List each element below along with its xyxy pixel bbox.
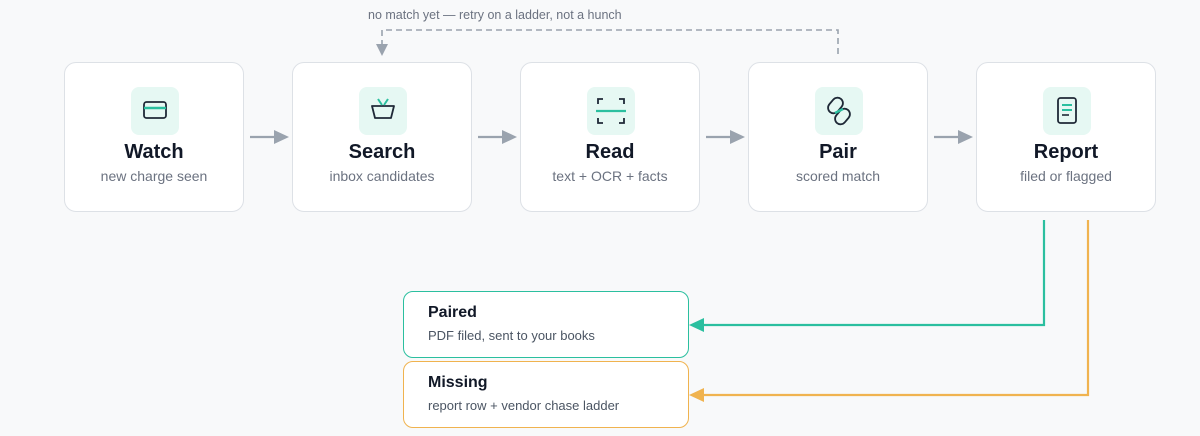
flow-arrow-search-read [478,130,517,144]
retry-loop-note: no match yet — retry on a ladder, not a … [368,8,622,22]
step-title: Read [585,141,635,163]
retry-loop-arrowhead [376,44,388,56]
scan-icon [587,87,635,135]
outcome-card-paired: Paired PDF filed, sent to your books [403,291,689,358]
basket-icon [359,87,407,135]
step-subtitle: new charge seen [100,168,208,184]
flow-arrow-read-pair [706,130,745,144]
card-icon [131,87,179,135]
step-card-search: Search inbox candidates [292,62,472,212]
step-subtitle: inbox candidates [329,168,435,184]
outcome-title: Missing [428,374,488,391]
outcome-subtitle: report row + vendor chase ladder [428,398,620,413]
link-icon [815,87,863,135]
paired-arrowhead [689,318,704,332]
step-title: Pair [819,141,857,163]
flow-arrow-watch-search [250,130,289,144]
step-subtitle: scored match [795,168,881,184]
step-title: Report [1033,141,1099,163]
missing-arrowhead [689,388,704,402]
outcome-title: Paired [428,304,477,321]
paired-connector [702,220,1046,327]
step-card-watch: Watch new charge seen [64,62,244,212]
document-icon [1043,87,1091,135]
flow-arrow-pair-report [934,130,973,144]
step-subtitle: text + OCR + facts [552,168,668,184]
step-subtitle: filed or flagged [1020,168,1112,184]
retry-loop-arrow [381,29,839,54]
outcome-subtitle: PDF filed, sent to your books [428,328,595,343]
step-card-pair: Pair scored match [748,62,928,212]
outcome-card-missing: Missing report row + vendor chase ladder [403,361,689,428]
missing-connector [702,220,1090,397]
step-title: Watch [124,141,184,163]
step-title: Search [348,141,416,163]
step-card-read: Read text + OCR + facts [520,62,700,212]
step-card-report: Report filed or flagged [976,62,1156,212]
